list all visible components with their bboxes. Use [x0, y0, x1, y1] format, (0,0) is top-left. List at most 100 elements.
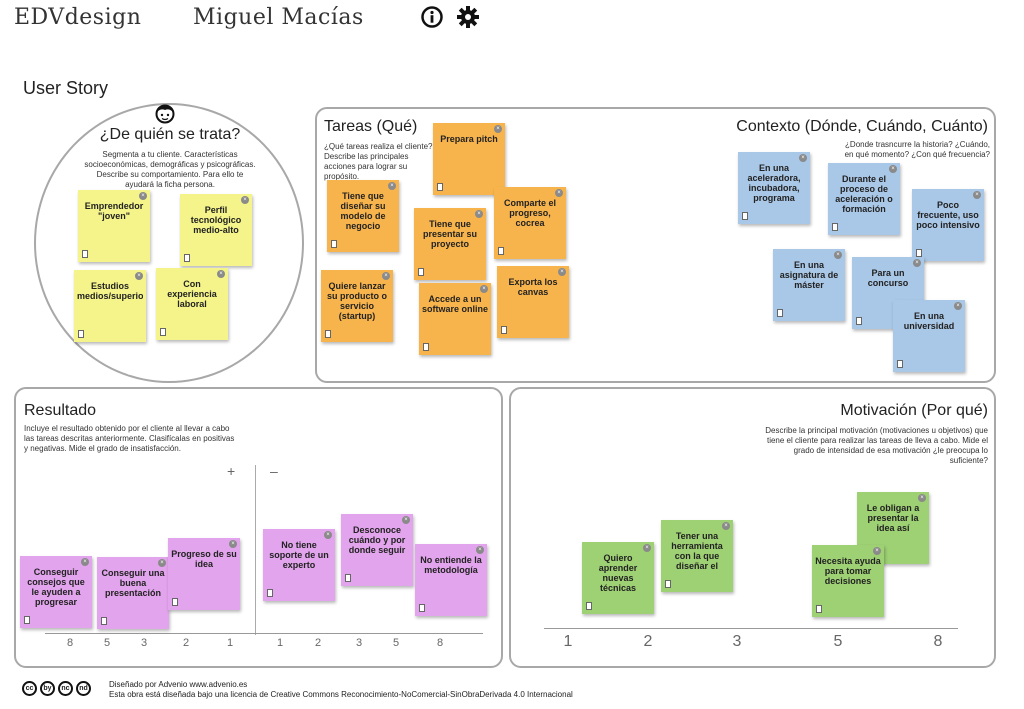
close-icon[interactable]: × [217, 270, 225, 278]
sticky-note[interactable]: Perfil tecnológico medio-alto× [180, 194, 252, 266]
sticky-note[interactable]: No tiene soporte de un experto× [263, 529, 335, 601]
close-icon[interactable]: × [476, 546, 484, 554]
sticky-note[interactable]: Tiene que diseñar su modelo de negocio× [327, 180, 399, 252]
close-icon[interactable]: × [918, 494, 926, 502]
close-icon[interactable]: × [382, 272, 390, 280]
close-icon[interactable]: × [158, 559, 166, 567]
document-icon[interactable] [24, 616, 30, 624]
note-text: Poco frecuente, uso poco intensivo [916, 200, 980, 230]
sticky-note[interactable]: Necesita ayuda para tomar decisiones× [812, 545, 884, 617]
close-icon[interactable]: × [555, 189, 563, 197]
note-text: Tiene que presentar su proyecto [422, 219, 478, 249]
axis-tick: 5 [103, 637, 111, 649]
document-icon[interactable] [78, 330, 84, 338]
sticky-note[interactable]: Emprendedor "joven"× [78, 190, 150, 262]
axis-tick: 1 [226, 637, 234, 649]
axis-tick: 8 [933, 633, 943, 650]
close-icon[interactable]: × [139, 192, 147, 200]
who-title: ¿De quién se trata? [99, 126, 241, 143]
axis-tick: 2 [643, 633, 653, 650]
axis-tick: 3 [732, 633, 742, 650]
note-text: Conseguir una buena presentación [101, 568, 165, 598]
sticky-note[interactable]: Prepara pitch× [433, 123, 505, 195]
close-icon[interactable]: × [480, 285, 488, 293]
sticky-note[interactable]: Comparte el progreso, cocrea× [494, 187, 566, 259]
close-icon[interactable]: × [873, 547, 881, 555]
axis-tick: 8 [436, 637, 444, 649]
document-icon[interactable] [160, 328, 166, 336]
document-icon[interactable] [172, 598, 178, 606]
sticky-note[interactable]: Poco frecuente, uso poco intensivo× [912, 189, 984, 261]
document-icon[interactable] [82, 250, 88, 258]
sticky-note[interactable]: Desconoce cuándo y por donde seguir× [341, 514, 413, 586]
sticky-note[interactable]: No entiende la metodología× [415, 544, 487, 616]
close-icon[interactable]: × [558, 268, 566, 276]
close-icon[interactable]: × [913, 259, 921, 267]
close-icon[interactable]: × [475, 210, 483, 218]
document-icon[interactable] [498, 247, 504, 255]
axis-tick: 1 [276, 637, 284, 649]
document-icon[interactable] [856, 317, 862, 325]
document-icon[interactable] [267, 589, 273, 597]
sticky-note[interactable]: Conseguir consejos que le ayuden a progr… [20, 556, 92, 628]
document-icon[interactable] [184, 254, 190, 262]
document-icon[interactable] [423, 343, 429, 351]
document-icon[interactable] [832, 223, 838, 231]
sticky-note[interactable]: Progreso de su idea× [168, 538, 240, 610]
close-icon[interactable]: × [973, 191, 981, 199]
close-icon[interactable]: × [799, 154, 807, 162]
sticky-note[interactable]: Con experiencia laboral× [156, 268, 228, 340]
note-text: En una asignatura de máster [779, 260, 839, 290]
note-text: Le obligan a presentar la idea así [866, 503, 920, 533]
sticky-note[interactable]: En una asignatura de máster× [773, 249, 845, 321]
close-icon[interactable]: × [889, 165, 897, 173]
cc-by-icon: by [40, 681, 55, 696]
note-text: Perfil tecnológico medio-alto [190, 205, 242, 235]
sticky-note[interactable]: Conseguir una buena presentación× [97, 557, 169, 629]
sticky-note[interactable]: Estudios medios/superiores× [74, 270, 146, 342]
document-icon[interactable] [501, 326, 507, 334]
close-icon[interactable]: × [834, 251, 842, 259]
info-icon[interactable] [421, 6, 443, 28]
axis-tick: 8 [66, 637, 74, 649]
document-icon[interactable] [916, 249, 922, 257]
close-icon[interactable]: × [81, 558, 89, 566]
note-text: Necesita ayuda para tomar decisiones [815, 556, 881, 586]
document-icon[interactable] [777, 309, 783, 317]
sticky-note[interactable]: Tener una herramienta con la que diseñar… [661, 520, 733, 592]
document-icon[interactable] [325, 330, 331, 338]
gear-icon[interactable] [456, 5, 480, 29]
sticky-note[interactable]: Quiero aprender nuevas técnicas× [582, 542, 654, 614]
sticky-note[interactable]: Durante el proceso de aceleración o form… [828, 163, 900, 235]
document-icon[interactable] [345, 574, 351, 582]
sticky-note[interactable]: En una aceleradora, incubadora, programa… [738, 152, 810, 224]
note-text: Emprendedor "joven" [84, 201, 144, 221]
close-icon[interactable]: × [954, 302, 962, 310]
sticky-note[interactable]: Quiere lanzar su producto o servicio (st… [321, 270, 393, 342]
sticky-note[interactable]: Tiene que presentar su proyecto× [414, 208, 486, 280]
document-icon[interactable] [586, 602, 592, 610]
document-icon[interactable] [101, 617, 107, 625]
sticky-note[interactable]: En una universidad× [893, 300, 965, 372]
document-icon[interactable] [437, 183, 443, 191]
close-icon[interactable]: × [229, 540, 237, 548]
close-icon[interactable]: × [388, 182, 396, 190]
close-icon[interactable]: × [135, 272, 143, 280]
document-icon[interactable] [331, 240, 337, 248]
note-text: Durante el proceso de aceleración o form… [835, 174, 893, 214]
sticky-note[interactable]: Exporta los canvas× [497, 266, 569, 338]
close-icon[interactable]: × [402, 516, 410, 524]
document-icon[interactable] [742, 212, 748, 220]
document-icon[interactable] [816, 605, 822, 613]
document-icon[interactable] [418, 268, 424, 276]
close-icon[interactable]: × [241, 196, 249, 204]
cc-nd-icon: nd [76, 681, 91, 696]
document-icon[interactable] [665, 580, 671, 588]
close-icon[interactable]: × [722, 522, 730, 530]
close-icon[interactable]: × [324, 531, 332, 539]
document-icon[interactable] [419, 604, 425, 612]
document-icon[interactable] [897, 360, 903, 368]
sticky-note[interactable]: Accede a un software online× [419, 283, 491, 355]
close-icon[interactable]: × [643, 544, 651, 552]
close-icon[interactable]: × [494, 125, 502, 133]
